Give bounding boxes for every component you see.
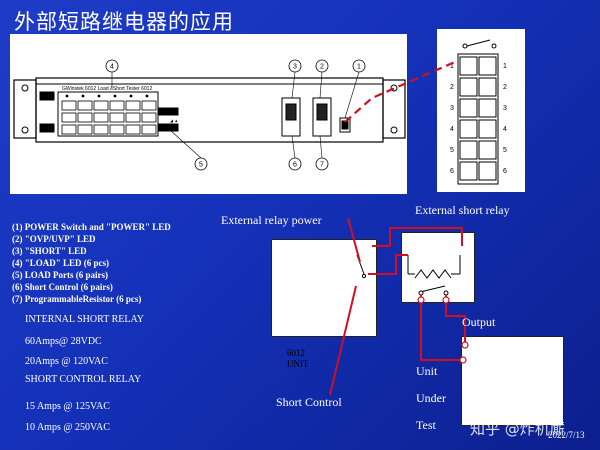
- label-uut-test: Test: [416, 418, 436, 432]
- relay-switch-symbol: [462, 39, 497, 49]
- slide-date: 2022/7/13: [548, 430, 585, 440]
- spec-internal-relay-ac: 20Amps @ 120VAC: [25, 356, 108, 367]
- spec-internal-relay-dc: 60Amps@ 28VDC: [25, 336, 102, 347]
- relay-left-2: 2: [450, 84, 454, 91]
- wires: [329, 217, 466, 396]
- legend-item-5: (5) LOAD Ports (6 pairs): [12, 270, 108, 280]
- callout-1: 1: [357, 64, 361, 71]
- callout-4: 4: [110, 64, 114, 71]
- relay-left-6: 6: [450, 168, 454, 175]
- spec-control-relay-250: 10 Amps @ 250VAC: [25, 422, 110, 433]
- relay-terminal-grid: [457, 53, 499, 185]
- legend-item-1: (1) POWER Switch and "POWER" LED: [12, 222, 171, 232]
- callout-3: 3: [293, 64, 297, 71]
- relay-left-4: 4: [450, 126, 454, 133]
- instrument-front-panel: [13, 77, 406, 143]
- relay-right-2: 2: [503, 84, 507, 91]
- label-external-relay-power: External relay power: [221, 213, 322, 227]
- callout-7: 7: [320, 162, 324, 169]
- slide-title: 外部短路继电器的应用: [14, 10, 234, 34]
- label-unit-6012-unit: UNIT: [287, 359, 309, 369]
- relay-right-1: 1: [503, 63, 507, 70]
- relay-left-1: 1: [450, 63, 454, 70]
- dashed-connector: [344, 60, 456, 123]
- spec-control-relay-125: 15 Amps @ 125VAC: [25, 401, 110, 412]
- relay-left-5: 5: [450, 147, 454, 154]
- relay-right-4: 4: [503, 126, 507, 133]
- legend-item-2: (2) "OVP/UVP" LED: [12, 234, 96, 244]
- relay-left-3: 3: [450, 105, 454, 112]
- callout-5: 5: [199, 162, 203, 169]
- callout-2: 2: [320, 64, 324, 71]
- label-short-control: Short Control: [276, 395, 342, 409]
- legend-item-3: (3) "SHORT" LED: [12, 246, 87, 256]
- legend-item-4: (4) "LOAD" LED (6 pcs): [12, 258, 109, 268]
- relay-right-3: 3: [503, 105, 507, 112]
- label-unit-6012-model: 6012: [287, 348, 305, 358]
- relay-coil-symbol: [407, 255, 461, 296]
- legend-item-6: (6) Short Control (6 pairs): [12, 282, 113, 292]
- spec-internal-relay-title: INTERNAL SHORT RELAY: [25, 314, 145, 325]
- label-external-short-relay: External short relay: [415, 203, 510, 217]
- label-unit-6012: 6012 UNIT: [287, 348, 309, 370]
- legend-item-7: (7) ProgrammableResistor (6 pcs): [12, 294, 142, 304]
- relay-right-5: 5: [503, 147, 507, 154]
- svg-text:GWinstek 6012 Load / Short Te: GWinstek 6012 Load / Short Tester 6012: [62, 86, 152, 92]
- label-uut-unit: Unit: [416, 364, 438, 378]
- uut-box: [461, 336, 564, 426]
- label-output: Output: [462, 315, 496, 329]
- spec-control-relay-title: SHORT CONTROL RELAY: [25, 374, 142, 385]
- svg-text:◢ ▲: ◢ ▲: [170, 118, 178, 123]
- label-uut-under: Under: [416, 391, 446, 405]
- callout-6: 6: [293, 162, 297, 169]
- unit-6012-box: [271, 239, 377, 337]
- callout-markers: [105, 59, 366, 171]
- watermark: 知乎 @炸机厮: [470, 420, 565, 438]
- relay-right-6: 6: [503, 168, 507, 175]
